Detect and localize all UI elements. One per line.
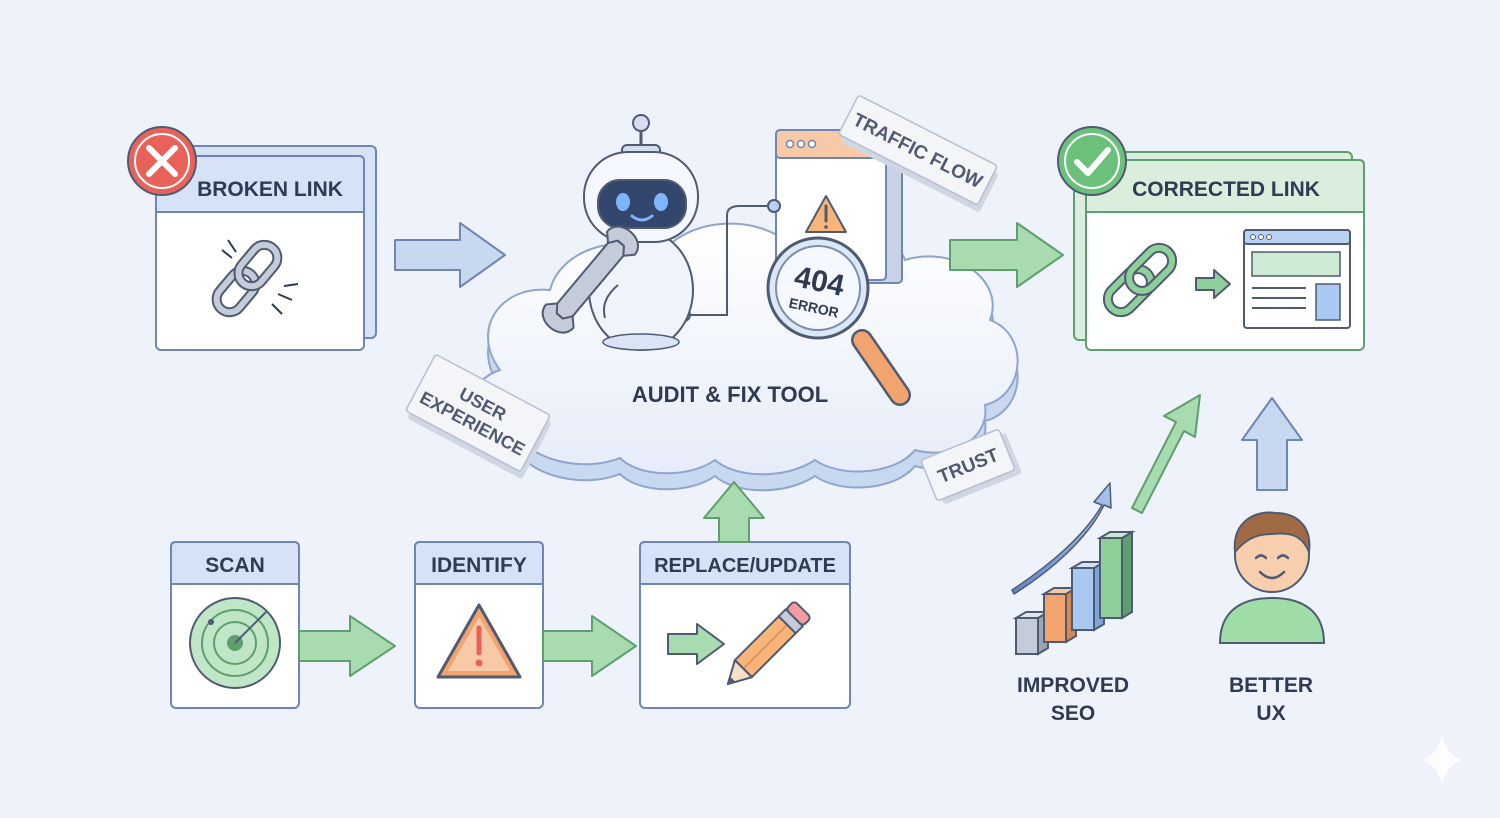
pencil-icon xyxy=(726,601,811,686)
corrected-link-label: CORRECTED LINK xyxy=(1132,178,1320,201)
radar-icon xyxy=(189,597,281,689)
replace-card: REPLACE/UPDATE xyxy=(639,541,851,709)
broken-link-label: BROKEN LINK xyxy=(197,178,343,201)
tag-trust: TRUST xyxy=(920,429,1022,504)
seo-label-line1: IMPROVED xyxy=(1017,674,1129,697)
arrow-replace-to-tool xyxy=(703,481,765,543)
arrow-broken-to-tool xyxy=(394,222,506,288)
broken-chain-icon xyxy=(211,239,299,318)
arrow-tool-to-corrected xyxy=(949,222,1064,288)
x-badge-icon xyxy=(127,126,197,196)
center-tool-label: AUDIT & FIX TOOL xyxy=(632,382,828,407)
small-warning-icon xyxy=(805,195,847,233)
arrow-seo-to-corrected xyxy=(1131,394,1201,514)
check-badge-icon xyxy=(1057,126,1127,196)
identify-card: IDENTIFY xyxy=(414,541,544,709)
ux-label-line1: BETTER xyxy=(1229,674,1313,697)
robot-with-wrench-icon xyxy=(541,114,699,351)
arrow-identify-to-replace xyxy=(542,615,637,677)
arrow-ux-to-corrected xyxy=(1241,397,1303,491)
arrow-scan-to-identify xyxy=(298,615,396,677)
broken-link-card: BROKEN LINK xyxy=(155,145,377,351)
webpage-icon xyxy=(1243,229,1351,329)
bar-chart-growth-icon xyxy=(1011,482,1136,656)
magnifier-icon: 404 ERROR xyxy=(766,236,911,406)
warning-triangle-icon xyxy=(436,603,522,679)
replace-label: REPLACE/UPDATE xyxy=(654,555,836,577)
seo-label-line2: SEO xyxy=(1051,702,1095,725)
sparkle-icon xyxy=(1422,735,1462,785)
linked-chain-icon xyxy=(1102,242,1178,318)
happy-user-icon xyxy=(1218,511,1326,644)
small-right-arrow-icon xyxy=(1195,269,1231,299)
scan-card: SCAN xyxy=(170,541,300,709)
corrected-link-card: CORRECTED LINK xyxy=(1073,151,1365,351)
replace-arrow-icon xyxy=(667,623,725,665)
ux-label-line2: UX xyxy=(1256,702,1285,725)
cloud-shape xyxy=(472,222,1019,492)
identify-label: IDENTIFY xyxy=(431,554,527,577)
scan-label: SCAN xyxy=(205,554,265,577)
